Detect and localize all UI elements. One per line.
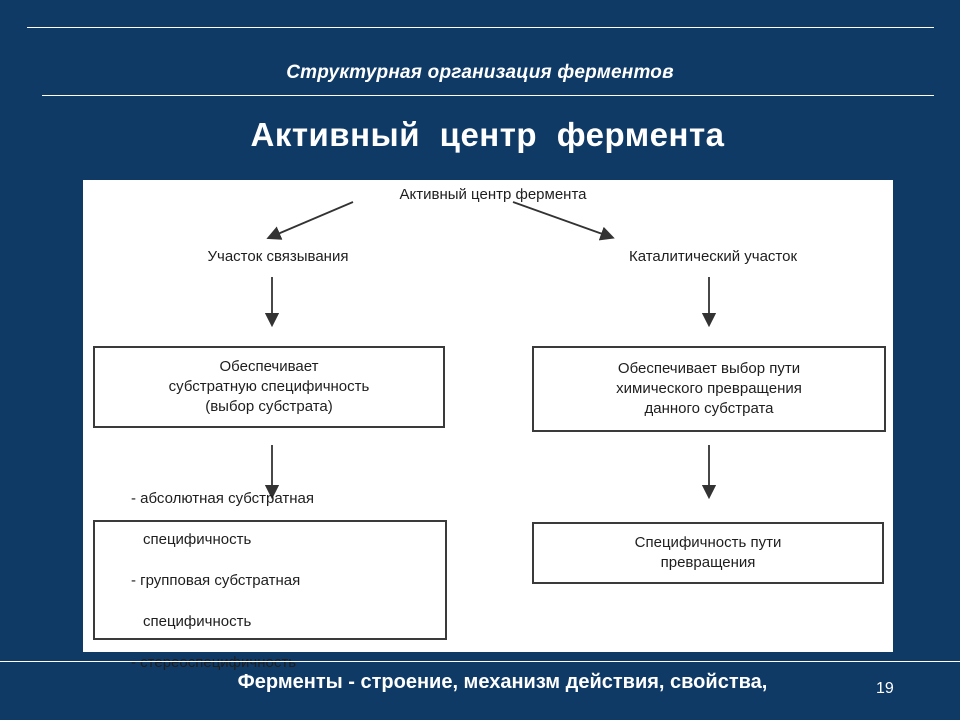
list-item: специфичность: [143, 612, 252, 630]
connector-root-left: [266, 201, 354, 240]
catalytic-function-box: Обеспечивает выбор пути химического прев…: [532, 346, 886, 432]
footer-text: Ферменты - строение, механизм действия, …: [237, 671, 768, 693]
binding-function-box: Обеспечивает субстратную специфичность (…: [93, 346, 445, 428]
footer-rule: [0, 661, 960, 662]
page-number: 19: [876, 680, 894, 697]
binding-site-label: Участок связывания: [207, 248, 349, 265]
slide-subtitle: Структурная организация ферментов: [286, 62, 674, 83]
slide-title: Активный центр фермента: [250, 116, 725, 153]
root-label: Активный центр фермента: [399, 186, 587, 203]
top-rule: [27, 27, 934, 28]
specificity-list: - абсолютная субстратная специфичность -…: [131, 468, 314, 693]
list-item: специфичность: [143, 530, 252, 548]
substrate-specificity-box: - абсолютная субстратная специфичность -…: [93, 490, 447, 671]
list-item: - абсолютная субстратная: [131, 489, 315, 507]
connector-root-right: [512, 201, 615, 241]
catalytic-site-label: Каталитический участок: [628, 248, 798, 265]
diagram-panel: Активный центр фермента Участок связыван…: [83, 180, 893, 671]
list-item: - групповая субстратная: [131, 571, 301, 589]
subtitle-rule: [42, 95, 934, 96]
list-item: - стереоспецифичность: [131, 653, 297, 671]
diagram-connectors: [264, 201, 717, 500]
pathway-specificity-box: Специфичность пути превращения: [532, 522, 884, 584]
